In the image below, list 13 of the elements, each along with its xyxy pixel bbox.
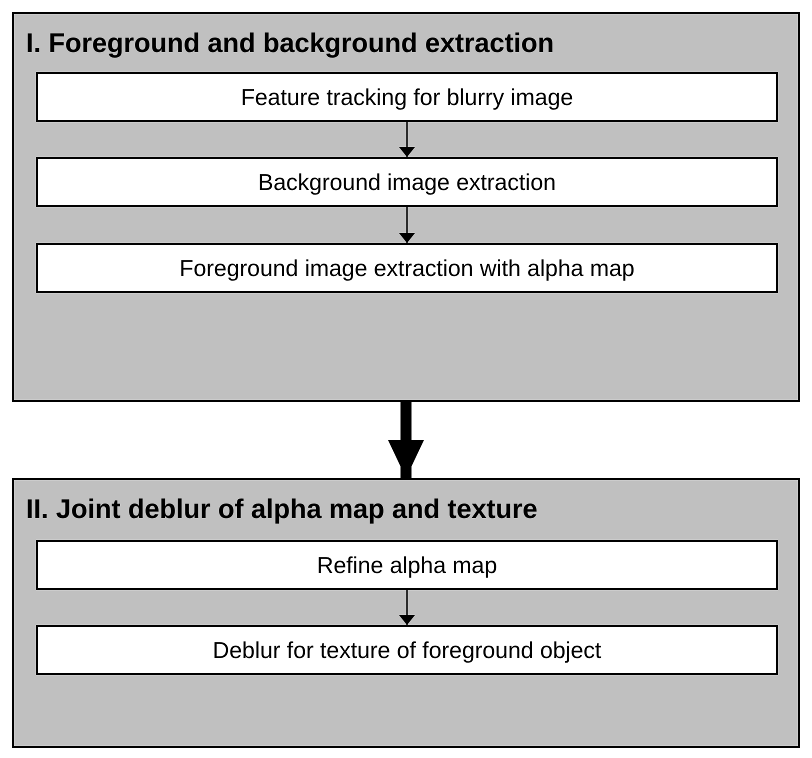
panel-heading: I. Foreground and background extraction (26, 28, 554, 59)
arrow (402, 122, 412, 157)
group-panel (12, 12, 800, 402)
group-panel (12, 478, 800, 748)
process-box: Refine alpha map (36, 540, 778, 590)
arrow (388, 402, 424, 478)
process-box: Background image extraction (36, 157, 778, 207)
arrow (402, 207, 412, 243)
process-box: Foreground image extraction with alpha map (36, 243, 778, 293)
arrow (402, 590, 412, 625)
panel-heading: II. Joint deblur of alpha map and texture (26, 494, 538, 525)
process-box: Feature tracking for blurry image (36, 72, 778, 122)
process-box: Deblur for texture of foreground object (36, 625, 778, 675)
